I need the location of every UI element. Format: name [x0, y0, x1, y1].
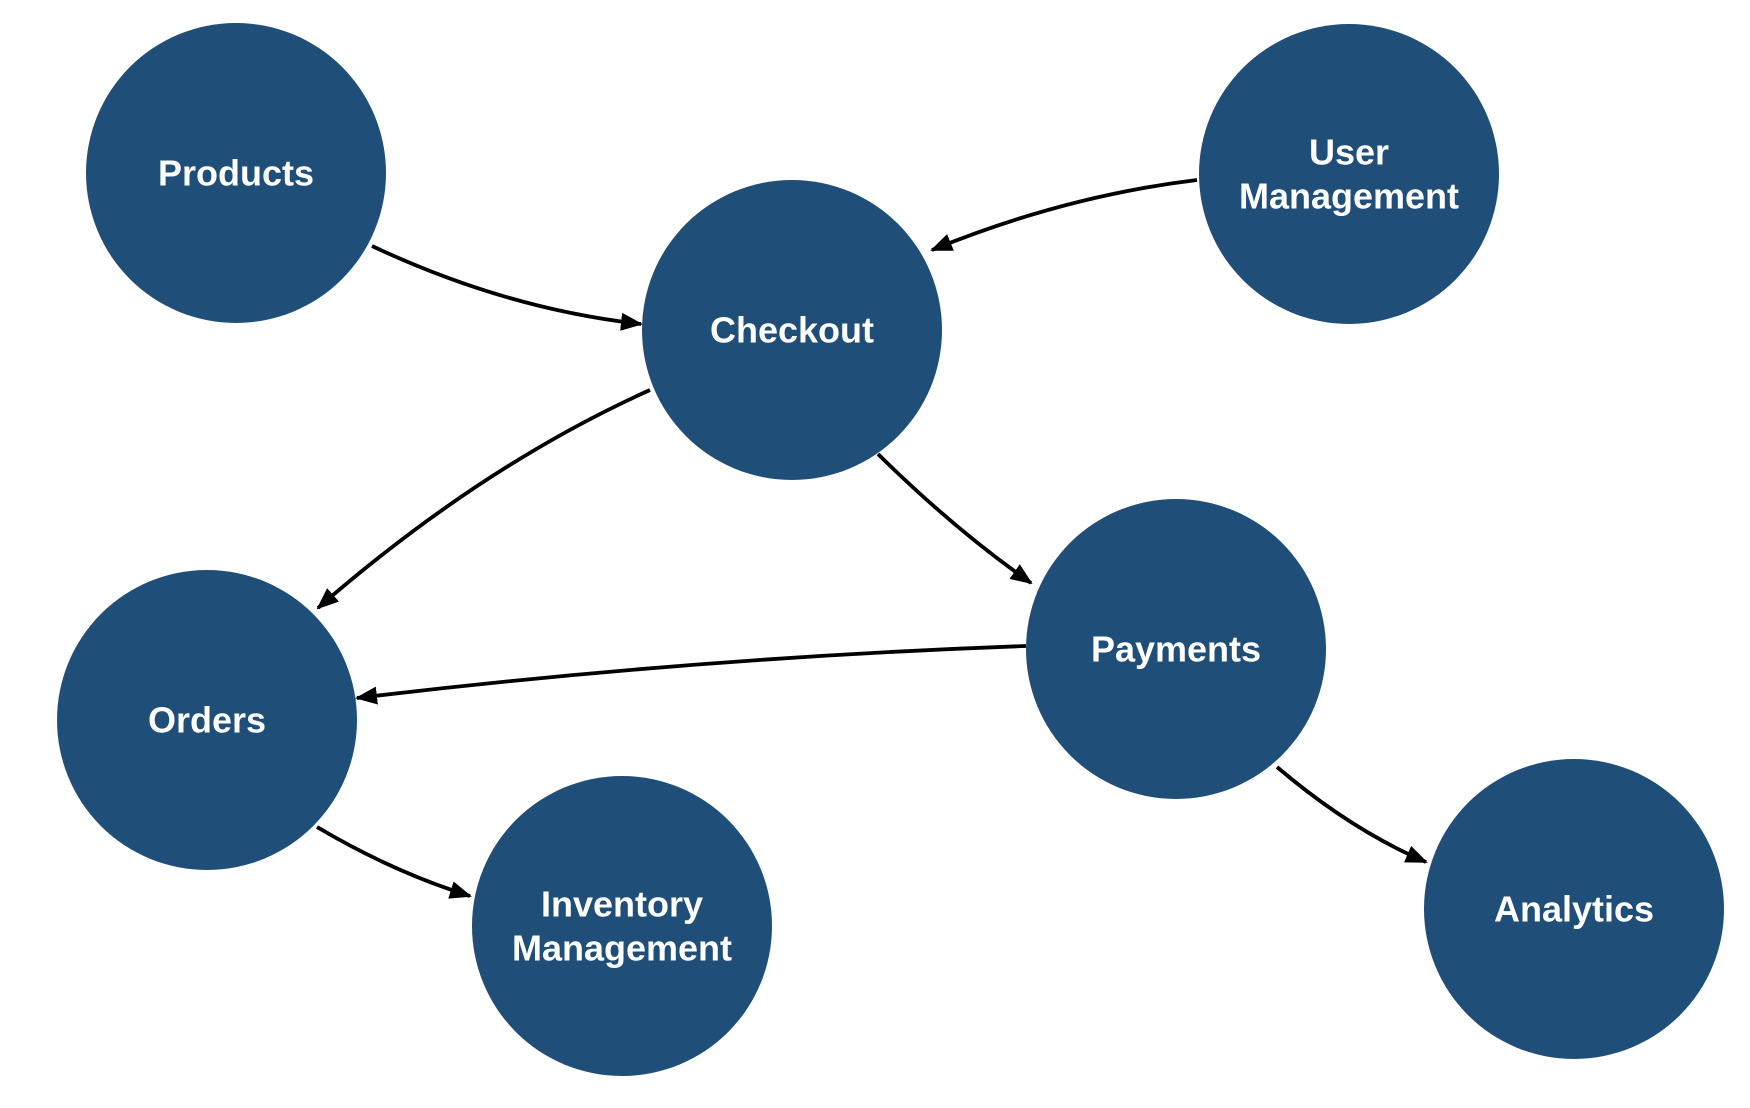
node-products-circle [86, 23, 386, 323]
node-orders-label-line: Orders [148, 700, 266, 741]
edge-user-management-to-checkout [930, 178, 1198, 252]
node-analytics: Analytics [1424, 759, 1724, 1059]
node-orders-label: Orders [148, 700, 266, 741]
node-products: Products [86, 23, 386, 323]
edge-checkout-to-payments [876, 452, 1033, 585]
node-payments-circle [1026, 499, 1326, 799]
node-orders: Orders [57, 570, 357, 870]
node-payments: Payments [1026, 499, 1326, 799]
node-products-label-line: Products [158, 153, 314, 194]
edges-layer [316, 178, 1428, 899]
node-checkout-circle [642, 180, 942, 480]
node-inventory-management-label-line: Management [512, 928, 732, 969]
node-user-management-circle [1199, 24, 1499, 324]
edge-payments-to-analytics [1275, 765, 1428, 864]
edge-products-to-checkout [371, 244, 643, 331]
node-payments-label: Payments [1091, 629, 1261, 670]
node-inventory-management-circle [472, 776, 772, 1076]
node-products-label: Products [158, 153, 314, 194]
edge-checkout-to-orders [316, 388, 651, 610]
edge-orders-to-inventory-management [316, 825, 472, 899]
node-analytics-label-line: Analytics [1494, 889, 1654, 930]
node-checkout-label-line: Checkout [710, 310, 874, 351]
node-user-management-label-line: Management [1239, 176, 1459, 217]
node-user-management-label-line: User [1309, 132, 1389, 173]
node-payments-label-line: Payments [1091, 629, 1261, 670]
node-analytics-label: Analytics [1494, 889, 1654, 930]
node-inventory-management-label-line: Inventory [541, 884, 703, 925]
edge-payments-to-orders [355, 644, 1027, 705]
node-checkout: Checkout [642, 180, 942, 480]
node-checkout-label: Checkout [710, 310, 874, 351]
node-analytics-circle [1424, 759, 1724, 1059]
node-orders-circle [57, 570, 357, 870]
